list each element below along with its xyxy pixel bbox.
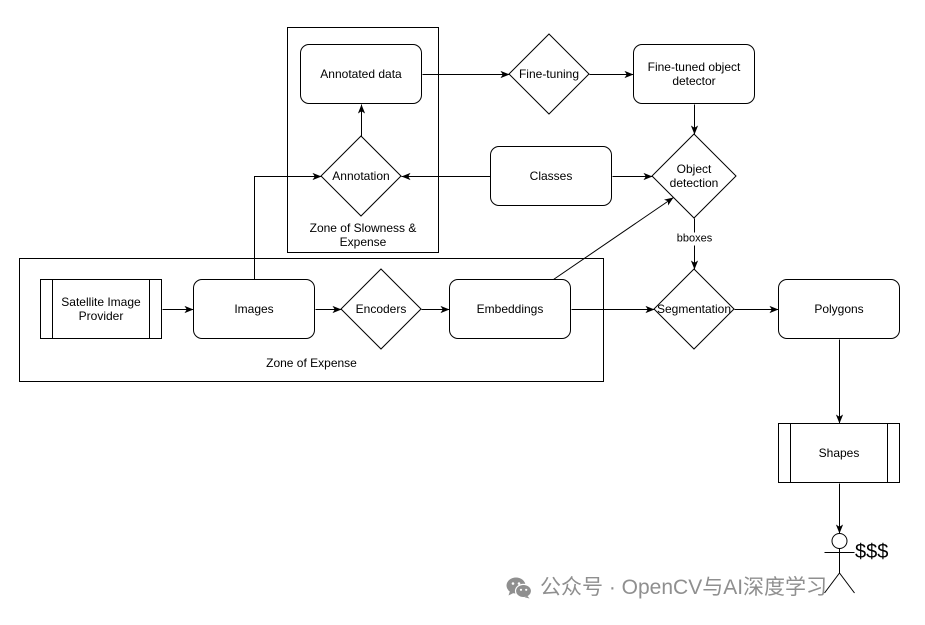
node-annotated-data: Annotated data [300,44,422,104]
node-label: Encoders [355,302,407,316]
node-label: Fine-tuning [518,67,580,81]
node-polygons: Polygons [778,279,900,339]
diamond-shape [652,134,736,218]
node-label: Satellite Image Provider [61,295,141,323]
node-label: Embeddings [476,302,544,316]
process-side-bar [52,280,53,338]
node-label: Polygons [814,302,864,316]
diamond-shape [341,269,421,349]
node-label: Annotated data [320,67,402,81]
node-classes: Classes [490,146,612,206]
node-shapes: Shapes [778,423,900,483]
actor-head [831,533,848,549]
node-label: Fine-tuned object detector [647,60,741,88]
node-images: Images [193,279,315,339]
zone-slowness-and-expense-label: Zone of Slowness & Expense [309,221,417,249]
node-segmentation: Segmentation [654,269,734,349]
node-satellite-image-provider: Satellite Image Provider [40,279,162,339]
node-fine-tuned-object-detector: Fine-tuned object detector [633,44,755,104]
node-label: Images [234,302,274,316]
node-label: Classes [529,169,573,183]
actor [824,533,855,594]
node-fine-tuning: Fine-tuning [509,34,589,114]
actor-label: $$$ [855,541,889,563]
node-embeddings: Embeddings [449,279,571,339]
process-side-bar [149,280,150,338]
node-annotation: Annotation [321,136,401,216]
node-label: Annotation [332,169,390,183]
zone-expense-label: Zone of Expense [266,356,357,370]
actor-left-leg [824,572,840,594]
node-encoders: Encoders [341,269,421,349]
actor-right-leg [839,572,855,594]
process-side-bar [790,424,791,482]
diamond-shape [509,34,589,114]
node-label: Shapes [818,446,860,460]
process-side-bar [887,424,888,482]
zone-slowness-and-expense: Zone of Slowness & Expense [287,27,439,253]
diamond-shape [654,269,734,349]
watermark-text: 公众号 · OpenCV与AI深度学习 [540,576,828,599]
node-label: Segmentation [656,302,732,316]
node-object-detection: Object detection [652,134,736,218]
diamond-shape [321,136,401,216]
edge-label-bboxes: bboxes [675,232,714,246]
wechat-icon [506,577,532,599]
node-label: Object detection [669,162,719,190]
